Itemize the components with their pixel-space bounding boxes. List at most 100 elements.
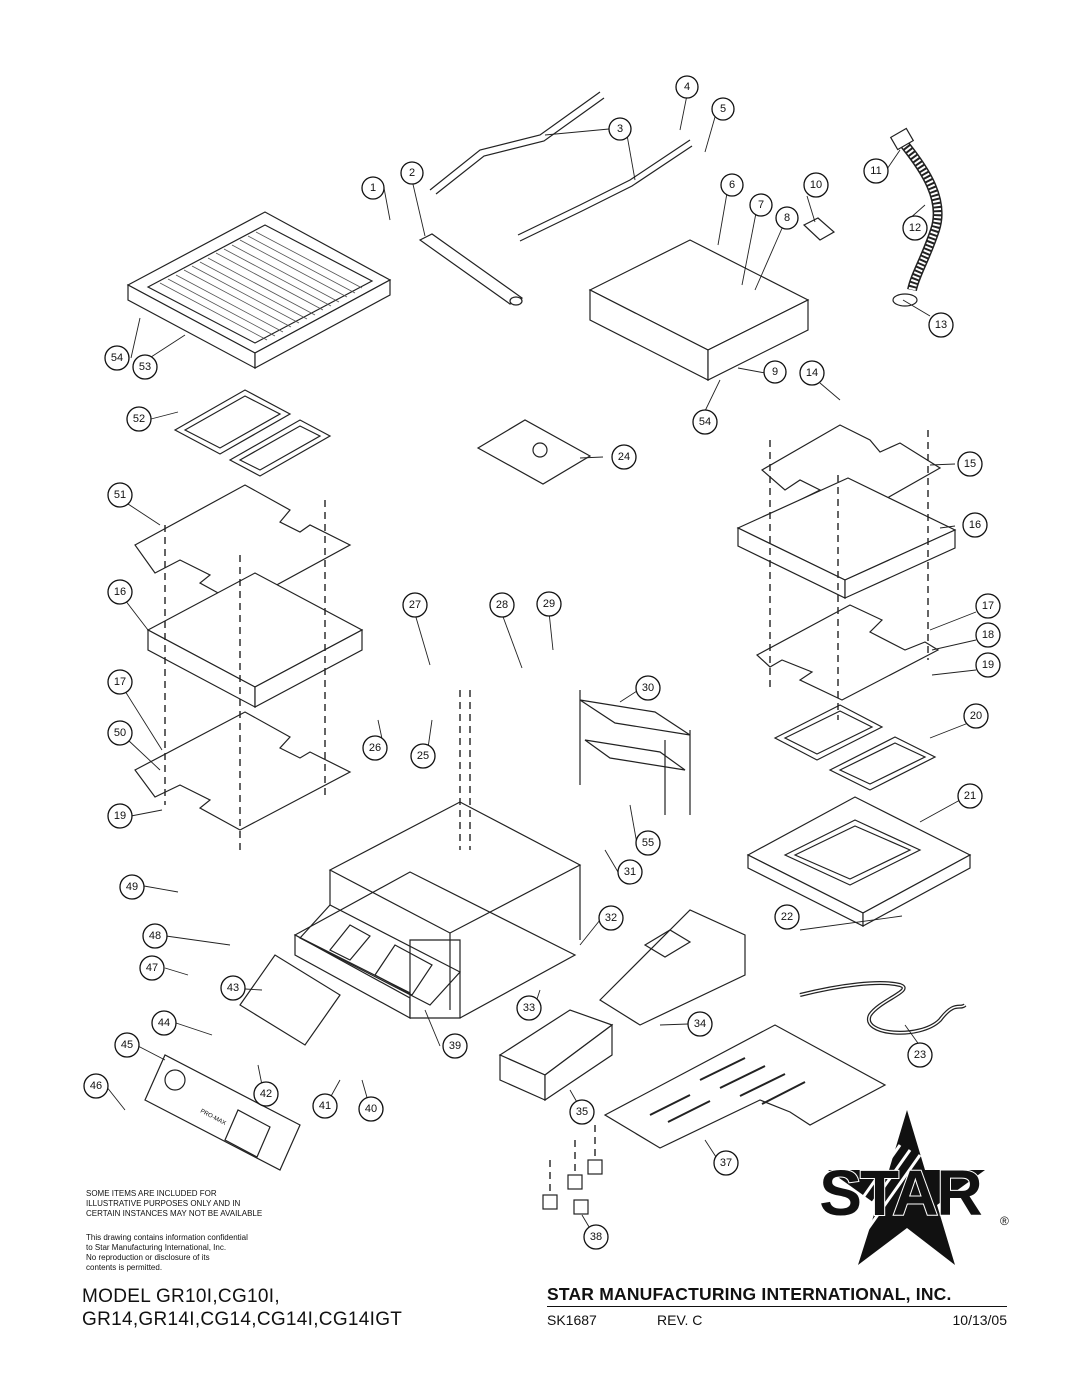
svg-text:2: 2 [409, 167, 415, 179]
drip-tray [498, 1009, 614, 1102]
svg-text:44: 44 [158, 1017, 170, 1029]
svg-text:19: 19 [114, 810, 126, 822]
svg-text:43: 43 [227, 982, 239, 994]
svg-text:10: 10 [810, 179, 822, 191]
callout-1: 1 [361, 176, 385, 200]
callout-28: 28 [489, 592, 515, 618]
hose [889, 127, 943, 307]
callout-11: 11 [863, 158, 889, 184]
callout-35: 35 [569, 1099, 595, 1125]
callout-16-right: 16 [962, 512, 988, 538]
callout-37: 37 [713, 1150, 739, 1176]
callout-26: 26 [362, 735, 388, 761]
svg-text:23: 23 [914, 1049, 926, 1061]
drawing-number: SK1687 [547, 1312, 597, 1328]
star-logo: STAR ® [818, 1110, 1009, 1265]
logo-text: STAR [819, 1157, 981, 1229]
callout-20: 20 [963, 703, 989, 729]
svg-text:9: 9 [772, 366, 778, 378]
callout-10: 10 [803, 172, 829, 198]
note-line: contents is permitted. [86, 1263, 163, 1272]
callout-44: 44 [151, 1010, 177, 1036]
note-line: This drawing contains information confid… [86, 1233, 248, 1242]
callout-29: 29 [536, 591, 562, 617]
base-housing [293, 690, 582, 1020]
svg-text:48: 48 [149, 930, 161, 942]
callout-12: 12 [902, 215, 928, 241]
model-line-2: GR14,GR14I,CG14,CG14I,CG14IGT [82, 1309, 403, 1330]
callout-14: 14 [799, 360, 825, 386]
svg-text:22: 22 [781, 911, 793, 923]
svg-text:55: 55 [642, 837, 654, 849]
power-cord [799, 981, 967, 1035]
svg-text:20: 20 [970, 710, 982, 722]
callout-41: 41 [312, 1093, 338, 1119]
svg-text:46: 46 [90, 1080, 102, 1092]
svg-text:11: 11 [870, 165, 881, 177]
callout-47: 47 [139, 955, 165, 981]
callout-9: 9 [763, 360, 787, 384]
svg-text:45: 45 [121, 1039, 133, 1051]
svg-text:51: 51 [114, 489, 126, 501]
callout-27: 27 [402, 592, 428, 618]
callout-24: 24 [611, 444, 637, 470]
svg-text:1: 1 [370, 182, 376, 194]
callout-52: 52 [126, 406, 152, 432]
availability-note: SOME ITEMS ARE INCLUDED FOR ILLUSTRATIVE… [86, 1189, 326, 1219]
note-line: to Star Manufacturing International, Inc… [86, 1243, 227, 1252]
svg-text:40: 40 [365, 1103, 377, 1115]
grill-platen [126, 211, 392, 370]
callout-3: 3 [608, 117, 632, 141]
callout-33: 33 [516, 995, 542, 1021]
svg-text:4: 4 [684, 81, 690, 93]
callout-32: 32 [598, 905, 624, 931]
feet [542, 1125, 603, 1215]
svg-text:35: 35 [576, 1106, 588, 1118]
hinge-assembly [579, 690, 691, 815]
leader-lines [105, 94, 977, 1238]
svg-text:49: 49 [126, 881, 138, 893]
callout-49: 49 [119, 874, 145, 900]
callout-53: 53 [132, 354, 158, 380]
callout-19-left: 19 [107, 803, 133, 829]
svg-text:24: 24 [618, 451, 630, 463]
note-line: ILLUSTRATIVE PURPOSES ONLY AND IN [86, 1199, 241, 1208]
bottom-plate [603, 1024, 887, 1149]
svg-text:21: 21 [964, 790, 976, 802]
svg-text:5: 5 [720, 103, 726, 115]
svg-text:37: 37 [720, 1157, 732, 1169]
callout-7: 7 [749, 193, 773, 217]
svg-text:14: 14 [806, 367, 818, 379]
note-line: No reproduction or disclosure of its [86, 1253, 210, 1262]
callout-45: 45 [114, 1032, 140, 1058]
callout-31: 31 [617, 859, 643, 885]
callout-13: 13 [928, 312, 954, 338]
plate-stack-left [134, 484, 364, 855]
svg-text:27: 27 [409, 599, 421, 611]
svg-text:16: 16 [114, 586, 126, 598]
callout-6: 6 [720, 173, 744, 197]
svg-text:31: 31 [624, 866, 636, 878]
callouts: 1 2 3 4 5 6 7 8 9 10 11 12 13 14 15 16 1… [83, 75, 1001, 1250]
model-line-1: MODEL GR10I,CG10I, [82, 1286, 280, 1307]
svg-text:54: 54 [699, 416, 711, 428]
svg-text:13: 13 [935, 319, 947, 331]
callout-2: 2 [400, 161, 424, 185]
svg-text:29: 29 [543, 598, 555, 610]
callout-19-right: 19 [975, 652, 1001, 678]
note-line: CERTAIN INSTANCES MAY NOT BE AVAILABLE [86, 1209, 263, 1218]
confidentiality-note: This drawing contains information confid… [86, 1233, 316, 1273]
svg-text:17: 17 [982, 600, 994, 612]
callout-5: 5 [711, 97, 735, 121]
svg-text:3: 3 [617, 123, 623, 135]
svg-text:15: 15 [964, 458, 976, 470]
svg-text:34: 34 [694, 1018, 706, 1030]
callout-8: 8 [775, 206, 799, 230]
callout-21: 21 [957, 783, 983, 809]
svg-text:28: 28 [496, 599, 508, 611]
callout-51: 51 [107, 482, 133, 508]
callout-16-left: 16 [107, 579, 133, 605]
svg-text:38: 38 [590, 1231, 602, 1243]
callout-48: 48 [142, 923, 168, 949]
callout-17-right: 17 [975, 593, 1001, 619]
